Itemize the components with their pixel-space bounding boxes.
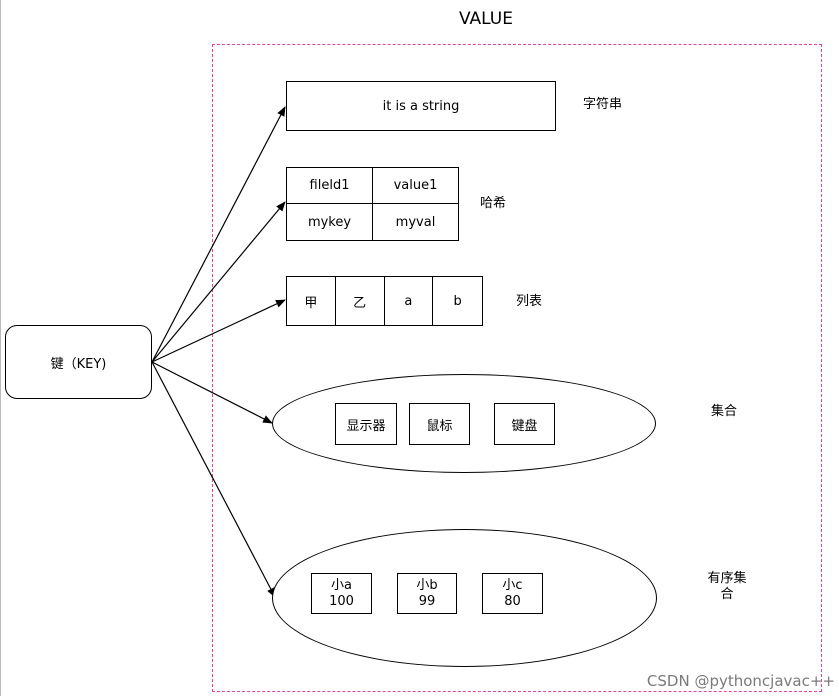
string-value-box: it is a string [286,81,556,131]
sorted-set-member: 小b 99 [397,573,457,614]
list-item: 甲 [287,277,336,325]
sorted-set-member: 小c 80 [482,573,543,614]
set-type-label: 集合 [711,404,738,419]
sorted-set-label-line1: 有序集 [707,571,747,586]
hash-table: fileld1 value1 mykey myval [286,167,459,241]
list-item: b [453,293,462,309]
member-score: 99 [418,593,436,609]
list-cells: 甲 乙 a b [286,276,483,326]
list-type-label: 列表 [516,294,543,309]
set-member: 显示器 [335,403,397,445]
list-item: 乙 [336,277,385,325]
sorted-set-type-label: 有序集 合 [704,571,750,603]
string-value: it is a string [382,98,460,114]
member-name: 小a [331,577,352,593]
set-member: 鼠标 [409,403,470,445]
hash-value-cell: myval [395,214,436,230]
hash-field-cell: fileld1 [287,168,373,204]
sorted-set-label-line2: 合 [720,587,734,602]
string-type-label: 字符串 [583,97,623,112]
arrow-to-string [151,106,286,363]
hash-field-cell: mykey [287,204,373,240]
hash-value-cell: value1 [373,168,458,204]
arrow-to-zset [151,361,276,598]
arrow-to-set [151,361,273,424]
set-member: 键盘 [494,403,555,445]
member-name: 小b [416,577,438,593]
list-item: a [385,277,434,325]
arrow-to-list [151,299,286,363]
member-name: 小c [502,577,523,593]
key-label: 键（KEY) [50,356,107,372]
hash-type-label: 哈希 [480,196,507,211]
member-score: 80 [504,593,521,609]
left-edge-line [0,0,1,696]
watermark: CSDN @pythoncjavac++ [646,672,835,690]
value-container [212,44,822,692]
member-score: 100 [329,593,354,609]
value-title: VALUE [459,9,513,29]
key-node: 键（KEY) [5,325,152,399]
arrow-to-hash [151,201,286,363]
sorted-set-member: 小a 100 [311,573,372,614]
